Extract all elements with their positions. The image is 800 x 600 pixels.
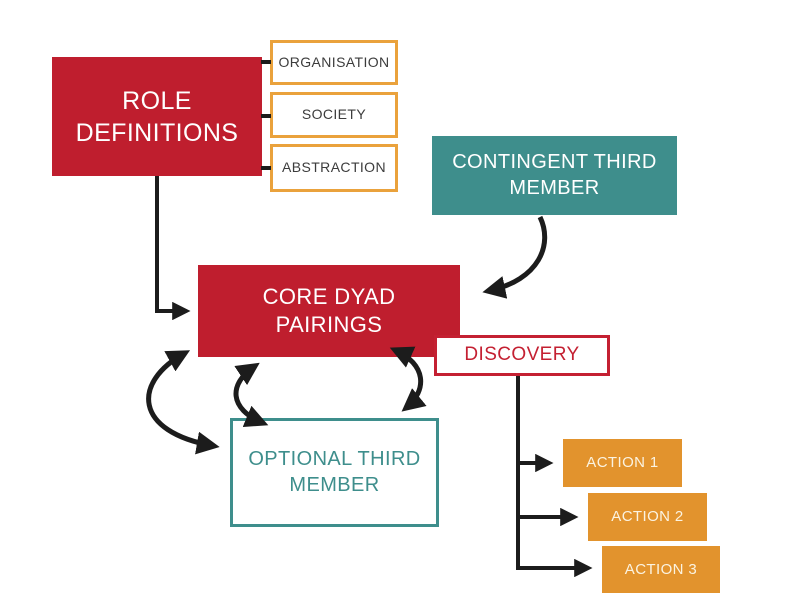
arrow-contingent-to-core <box>482 215 548 299</box>
node-abstraction: ABSTRACTION <box>270 144 398 192</box>
node-society: SOCIETY <box>270 92 398 138</box>
node-core-dyad-pairings: CORE DYAD PAIRINGS <box>198 265 460 357</box>
node-organisation: ORGANISATION <box>270 40 398 85</box>
node-discovery: DISCOVERY <box>434 335 610 376</box>
node-contingent-third-member: CONTINGENT THIRD MEMBER <box>432 136 677 215</box>
node-action-2: ACTION 2 <box>588 493 707 541</box>
arrow-role-to-core <box>155 176 191 321</box>
node-optional-third-member: OPTIONAL THIRD MEMBER <box>230 418 439 527</box>
arrow-core-optional-right <box>389 346 427 412</box>
node-action-1: ACTION 1 <box>563 439 682 487</box>
arrow-core-optional-middle <box>233 362 269 428</box>
node-role-definitions: ROLE DEFINITIONS <box>52 57 262 176</box>
node-action-3: ACTION 3 <box>602 546 720 593</box>
arrow-core-optional-left <box>146 350 220 455</box>
